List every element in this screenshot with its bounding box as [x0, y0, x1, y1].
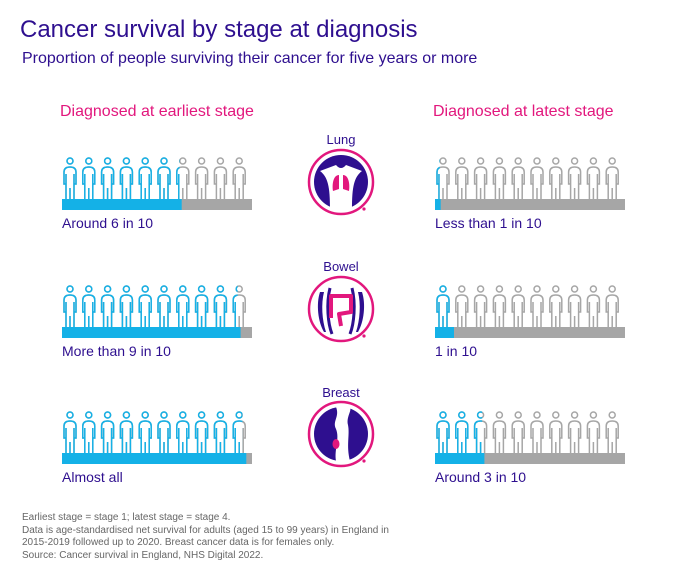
person-icon	[567, 157, 582, 204]
survival-label: More than 9 in 10	[62, 343, 171, 359]
person-icon	[492, 285, 507, 332]
footnote-line: Earliest stage = stage 1; latest stage =…	[22, 512, 231, 523]
person-icon	[63, 157, 77, 204]
person-icon	[63, 411, 77, 458]
footnote-line: Source: Cancer survival in England, NHS …	[22, 549, 264, 561]
person-icon	[605, 285, 619, 332]
column-heading-latest: Diagnosed at latest stage	[433, 103, 614, 120]
person-icon	[567, 285, 582, 332]
lungs-icon	[307, 148, 375, 216]
cancer-label-bowel: Bowel	[323, 259, 359, 274]
bar-fill	[435, 453, 485, 464]
page-subtitle: Proportion of people surviving their can…	[22, 50, 478, 67]
person-icon	[176, 157, 190, 204]
person-icon	[194, 157, 209, 204]
person-icon	[138, 411, 152, 458]
cancer-label-lung: Lung	[326, 132, 356, 147]
person-icon	[492, 411, 507, 458]
person-icon	[455, 157, 469, 204]
person-icon	[176, 285, 190, 332]
footnote-line: 2015-2019 followed up to 2020. Breast ca…	[22, 537, 335, 548]
person-icon	[473, 285, 488, 332]
breast-icon	[307, 400, 375, 468]
person-icon	[530, 411, 544, 458]
person-icon	[63, 285, 77, 332]
person-icon	[194, 285, 209, 332]
person-icon	[232, 157, 246, 204]
person-icon	[511, 411, 525, 458]
person-icon	[157, 411, 171, 458]
bar-track	[435, 199, 625, 210]
bar-fill	[62, 327, 241, 338]
person-icon	[82, 157, 96, 204]
person-icon	[119, 285, 134, 332]
bowel-latest-group: 1 in 10	[435, 284, 625, 359]
bar-track	[435, 453, 625, 464]
person-icon	[436, 157, 450, 204]
bar-fill	[435, 199, 441, 210]
person-icon	[176, 411, 190, 458]
person-icon	[586, 411, 601, 458]
survival-label: Almost all	[62, 469, 123, 485]
person-icon	[100, 285, 115, 332]
person-icon	[138, 285, 152, 332]
lung-latest-group: Less than 1 in 10	[435, 156, 625, 231]
person-icon	[436, 411, 450, 458]
footnotes: Earliest stage = stage 1; latest stage =…	[22, 512, 389, 562]
bar-track	[435, 327, 625, 338]
person-icon	[492, 157, 507, 204]
person-icon	[605, 157, 619, 204]
person-icon	[157, 157, 171, 204]
person-icon	[530, 157, 544, 204]
person-icon	[232, 411, 246, 458]
person-icon	[213, 411, 228, 458]
person-icon	[232, 285, 246, 332]
survival-label: Around 6 in 10	[62, 215, 154, 231]
survival-label: Less than 1 in 10	[435, 215, 542, 231]
page-title: Cancer survival by stage at diagnosis	[20, 16, 418, 43]
bowel-icon	[307, 275, 375, 343]
bar-fill	[435, 327, 454, 338]
bowel-earliest-group: More than 9 in 10	[62, 284, 252, 359]
breast-earliest-group: Almost all	[62, 410, 252, 485]
lung-earliest-group: Around 6 in 10	[62, 156, 252, 231]
person-icon	[586, 157, 601, 204]
person-icon	[473, 157, 488, 204]
person-icon	[549, 157, 563, 204]
survival-label: 1 in 10	[435, 343, 478, 359]
person-icon	[82, 411, 96, 458]
person-icon	[455, 411, 469, 458]
person-icon	[82, 285, 96, 332]
person-icon	[473, 411, 488, 458]
person-icon	[549, 411, 563, 458]
footnote-line: Data is age-standardised net survival fo…	[22, 524, 389, 536]
person-icon	[511, 157, 525, 204]
bar-fill	[62, 199, 182, 210]
person-icon	[194, 411, 209, 458]
person-icon	[530, 285, 544, 332]
column-heading-earliest: Diagnosed at earliest stage	[60, 103, 254, 120]
person-icon	[549, 285, 563, 332]
bar-fill	[62, 453, 247, 464]
person-icon	[119, 157, 134, 204]
person-icon	[436, 285, 450, 332]
person-icon	[100, 411, 115, 458]
person-icon	[213, 157, 228, 204]
survival-label: Around 3 in 10	[435, 469, 527, 485]
person-icon	[511, 285, 525, 332]
person-icon	[213, 285, 228, 332]
cancer-label-breast: Breast	[322, 385, 360, 400]
person-icon	[157, 285, 171, 332]
person-icon	[138, 157, 152, 204]
person-icon	[567, 411, 582, 458]
person-icon	[586, 285, 601, 332]
person-icon	[119, 411, 134, 458]
breast-latest-group: Around 3 in 10	[435, 410, 625, 485]
person-icon	[100, 157, 115, 204]
person-icon	[605, 411, 619, 458]
person-icon	[455, 285, 469, 332]
